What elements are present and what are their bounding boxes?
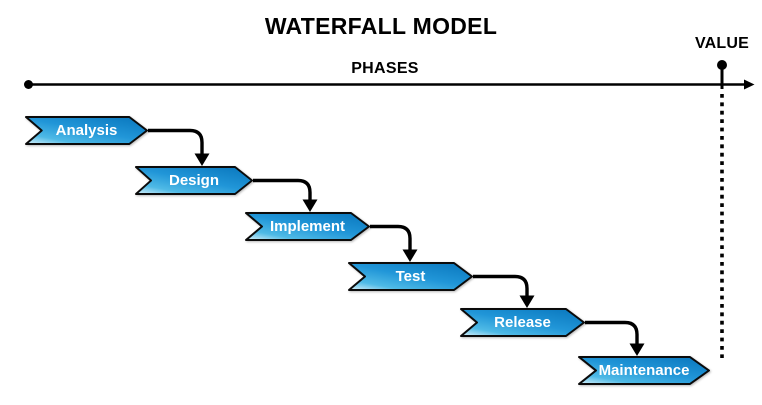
step-chevron-shape bbox=[578, 356, 710, 385]
step-label: Implement bbox=[269, 217, 345, 235]
connector-arrowhead-icon bbox=[629, 343, 645, 356]
value-axis-label: VALUE bbox=[694, 35, 750, 52]
step-release: Release bbox=[460, 308, 585, 337]
step-design: Design bbox=[135, 166, 253, 195]
step-chevron-shape bbox=[460, 308, 585, 337]
connector-arrowhead-icon bbox=[519, 295, 535, 308]
step-label: Analysis bbox=[55, 121, 118, 139]
phases-axis-arrow-icon bbox=[744, 79, 755, 90]
step-chevron-shape bbox=[245, 212, 370, 241]
connector-arrowhead-icon bbox=[402, 249, 418, 262]
connector-arrowhead-icon bbox=[194, 153, 210, 166]
step-maintenance: Maintenance bbox=[578, 356, 710, 385]
step-label: Design bbox=[168, 171, 219, 189]
step-test: Test bbox=[348, 262, 473, 291]
step-chevron-shape bbox=[348, 262, 473, 291]
step-chevron-shape bbox=[25, 116, 148, 145]
step-chevron-shape bbox=[135, 166, 253, 195]
step-label: Maintenance bbox=[598, 361, 690, 379]
phases-axis-origin-dot bbox=[24, 80, 33, 89]
connector-arrowhead-icon bbox=[302, 199, 318, 212]
diagram-title: WATERFALL MODEL bbox=[264, 13, 498, 39]
step-analysis: Analysis bbox=[25, 116, 148, 145]
step-implement: Implement bbox=[245, 212, 370, 241]
connector-arrowheads bbox=[194, 153, 645, 356]
step-label: Test bbox=[395, 267, 426, 285]
step-connectors bbox=[148, 128, 639, 345]
connector-design-implement bbox=[253, 178, 312, 201]
phases-axis-label: PHASES bbox=[351, 60, 419, 77]
step-label: Release bbox=[494, 313, 551, 331]
connector-analysis-design bbox=[148, 128, 204, 155]
connector-implement-test bbox=[370, 224, 412, 251]
connector-release-maintenance bbox=[585, 320, 639, 345]
connector-test-release bbox=[473, 274, 529, 297]
